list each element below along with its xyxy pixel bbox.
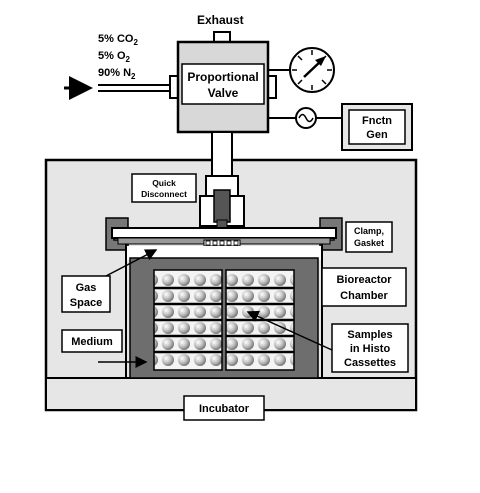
samples-label-line2: in Histo [350, 343, 391, 355]
gas-space-label-line2: Space [70, 297, 102, 309]
valve-label-line1: Proportional [187, 70, 258, 84]
co2-label: 5% CO [98, 33, 134, 45]
outlet-tube [211, 131, 233, 179]
gas-space-pointer [105, 249, 158, 277]
incubator-label: Incubator [199, 403, 250, 415]
clamp-label-line1: Clamp, [354, 226, 384, 236]
medium-label-box [61, 329, 123, 353]
chamber-lid [111, 227, 337, 239]
svg-text:5% O2: 5% O2 [98, 50, 131, 64]
valve-label-line2: Valve [208, 86, 239, 100]
svg-text:90% N2: 90% N2 [98, 67, 136, 81]
svg-text:5% CO2: 5% CO2 [98, 33, 138, 47]
n2-subscript: 2 [131, 72, 136, 81]
o2-subscript: 2 [126, 55, 131, 64]
histo-cassettes [153, 269, 295, 371]
fg-label-line2: Gen [366, 129, 388, 141]
clamp-label-box [345, 221, 393, 253]
bioreactor-label-line1: Bioreactor [336, 274, 392, 286]
n2-label: 90% N [98, 67, 131, 79]
fg-label-box [348, 109, 406, 145]
bioreactor-label-line2: Chamber [340, 290, 388, 302]
samples-label-line3: Cassettes [344, 357, 396, 369]
quick-disconnect-core [213, 189, 231, 223]
fg-label-line1: Fnctn [362, 115, 392, 127]
quick-disconnect-label-box [131, 173, 197, 203]
gas-composition: 5% CO2 5% O2 90% N2 [98, 33, 138, 81]
gauge-icon [289, 47, 335, 93]
gas-space-label-line1: Gas [76, 282, 97, 294]
samples-label-box [331, 323, 409, 373]
chamber-gas-space [126, 246, 322, 260]
clamp-label-line2: Gasket [354, 238, 384, 248]
incubator-label-box [183, 395, 265, 421]
co2-subscript: 2 [133, 38, 138, 47]
diffuser [203, 239, 241, 247]
exhaust-port [213, 31, 231, 43]
valve-label-box [181, 63, 265, 105]
qd-label-line1: Quick [152, 178, 176, 188]
exhaust-label: Exhaust [197, 13, 244, 27]
sine-wave-icon [295, 107, 317, 129]
gas-space-label-box [61, 275, 111, 313]
samples-pointer [246, 310, 333, 351]
samples-label-line1: Samples [347, 329, 392, 341]
bioreactor-label-box [321, 267, 407, 307]
o2-label: 5% O [98, 50, 126, 62]
medium-label: Medium [71, 336, 113, 348]
qd-label-line2: Disconnect [141, 189, 187, 199]
